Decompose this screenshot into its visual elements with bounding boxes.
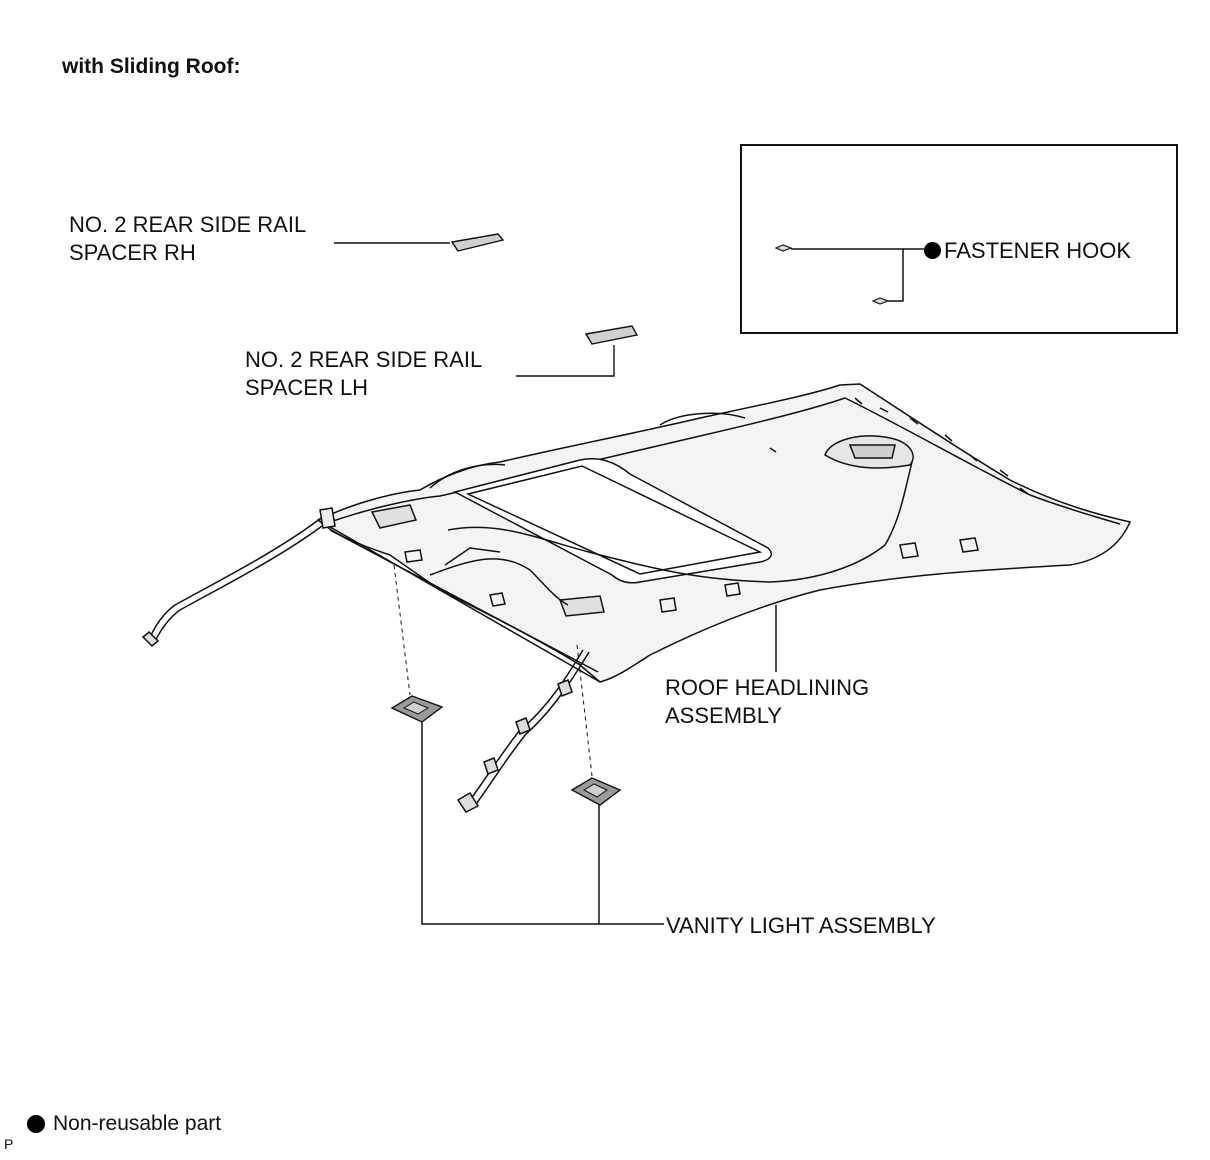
label-roof-headlining: ROOF HEADLINING ASSEMBLY [665, 675, 870, 728]
install-guide-lines [393, 564, 593, 777]
spacer-lh-part [516, 325, 639, 377]
leader-lines [421, 605, 777, 925]
label-spacer-lh: NO. 2 REAR SIDE RAIL SPACER LH [245, 347, 483, 400]
figure-code: P [4, 1136, 14, 1152]
label-spacer-rh: NO. 2 REAR SIDE RAIL SPACER RH [69, 212, 307, 265]
spacer-rh-part [334, 233, 505, 252]
legend-marker-icon [27, 1115, 45, 1133]
legend-text: Non-reusable part [53, 1112, 222, 1135]
label-vanity-light: VANITY LIGHT ASSEMBLY [666, 913, 936, 938]
fastener-hook-inset [740, 144, 1178, 334]
diagram-title: with Sliding Roof: [62, 55, 241, 78]
roof-headlining-part [316, 383, 1132, 683]
vanity-light-left-part [390, 695, 444, 723]
wire-harness [141, 507, 590, 813]
non-reusable-marker-icon [924, 242, 941, 259]
label-fastener-hook: FASTENER HOOK [944, 238, 1132, 263]
vanity-light-right-part [570, 777, 622, 806]
